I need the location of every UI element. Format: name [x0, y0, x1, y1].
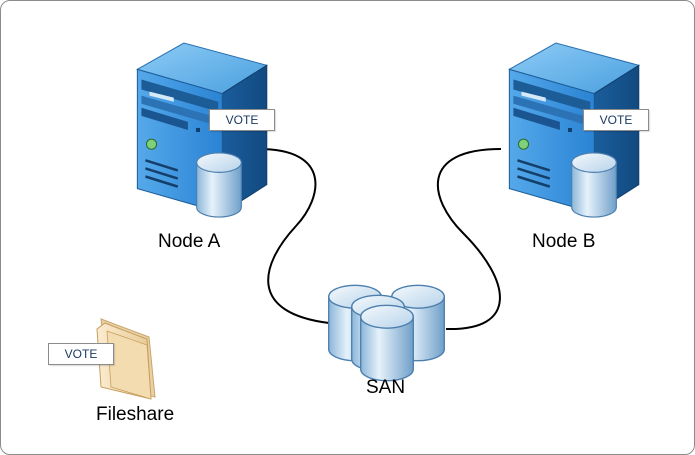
node-a-vote-badge: VOTE	[209, 109, 275, 131]
san-storage-icon	[328, 284, 445, 382]
san-label: SAN	[366, 377, 406, 398]
node-b-vote-badge: VOTE	[583, 109, 649, 131]
fileshare-folder-icon	[96, 318, 156, 400]
cable-node-b-to-san	[436, 148, 502, 331]
fileshare-vote-badge: VOTE	[48, 343, 114, 365]
fileshare-label: Fileshare	[96, 404, 175, 425]
node-b-label: Node B	[532, 231, 596, 252]
cable-node-a-to-san	[258, 148, 330, 324]
node-a-label: Node A	[158, 231, 221, 252]
